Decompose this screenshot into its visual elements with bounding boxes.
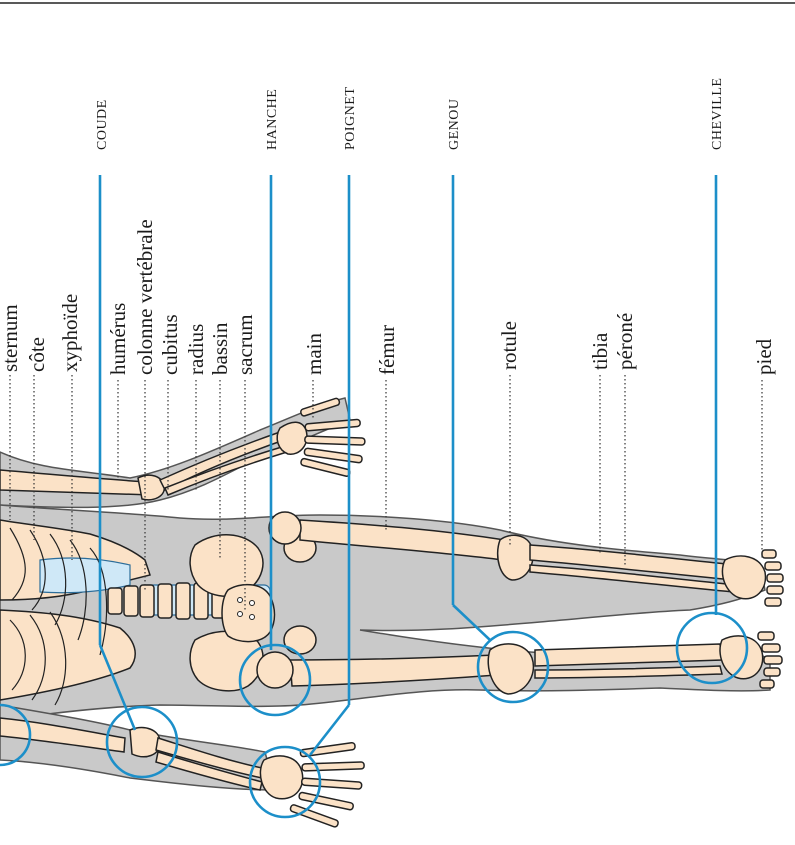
label-pied: pied xyxy=(752,338,776,375)
joint-hanche: HANCHE xyxy=(265,89,280,150)
label-rotule: rotule xyxy=(497,321,521,370)
joint-genou: GENOU xyxy=(447,99,462,151)
label-humerus: humérus xyxy=(106,303,130,375)
label-cote: côte xyxy=(25,337,49,372)
label-sternum: sternum xyxy=(0,304,22,372)
bone-labels: sternum côte xyphoïde humérus colonne ve… xyxy=(0,219,776,375)
label-femur: fémur xyxy=(375,325,399,375)
label-perone: péroné xyxy=(613,313,637,370)
label-xyphoide: xyphoïde xyxy=(58,294,82,372)
label-bassin: bassin xyxy=(208,322,232,375)
joint-cheville: CHEVILLE xyxy=(710,78,725,150)
label-tibia: tibia xyxy=(588,332,612,370)
label-cubitus: cubitus xyxy=(158,314,182,375)
label-sacrum: sacrum xyxy=(233,314,257,375)
joint-labels: COUDE HANCHE POIGNET GENOU CHEVILLE xyxy=(95,78,725,150)
label-radius: radius xyxy=(184,324,208,375)
label-main: main xyxy=(302,333,326,375)
joint-coude: COUDE xyxy=(95,99,110,150)
joint-poignet: POIGNET xyxy=(343,87,358,150)
label-colonne: colonne vertébrale xyxy=(133,219,157,375)
